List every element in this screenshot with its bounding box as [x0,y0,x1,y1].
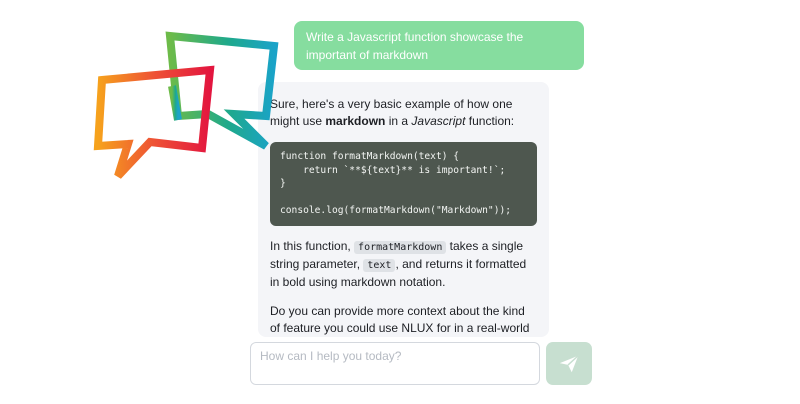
prompt-input[interactable]: How can I help you today? [250,342,540,385]
code-line: function formatMarkdown(text) { [280,151,460,162]
send-button[interactable] [546,342,592,385]
code-line: console.log(formatMarkdown("Markdown")); [280,205,512,216]
user-message-text: Write a Javascript function showcase the… [306,30,524,62]
inline-code: text [363,258,396,272]
p2-text-mid: takes a single string parameter, [270,238,524,271]
send-icon [559,354,579,372]
code-line: return `**${text}** is important!`; [280,164,506,176]
assistant-message-bubble: Sure, here's a very basic example of how… [258,82,549,337]
intro-italic: Javascript [411,114,466,128]
user-message-bubble: Write a Javascript function showcase the… [294,21,584,70]
p2-text: In this function, [270,238,355,253]
assistant-intro: Sure, here's a very basic example of how… [270,96,537,130]
prompt-placeholder: How can I help you today? [260,349,402,363]
code-line: } [280,178,286,189]
assistant-paragraph-2: In this function, formatMarkdown takes a… [270,238,537,291]
intro-text-mid: in a [385,114,412,128]
code-block: function formatMarkdown(text) { return `… [270,142,537,226]
code-line [280,191,527,205]
intro-text-end: function: [465,114,515,128]
intro-bold: markdown [325,114,386,128]
inline-code: formatMarkdown [354,240,447,254]
assistant-paragraph-3: Do you can provide more context about th… [270,303,530,335]
nlux-logo [93,31,279,179]
intro-text: Sure, here's a very basic example of how… [270,97,513,128]
p2-text-end: , and returns it formatted in bold using… [270,256,527,289]
